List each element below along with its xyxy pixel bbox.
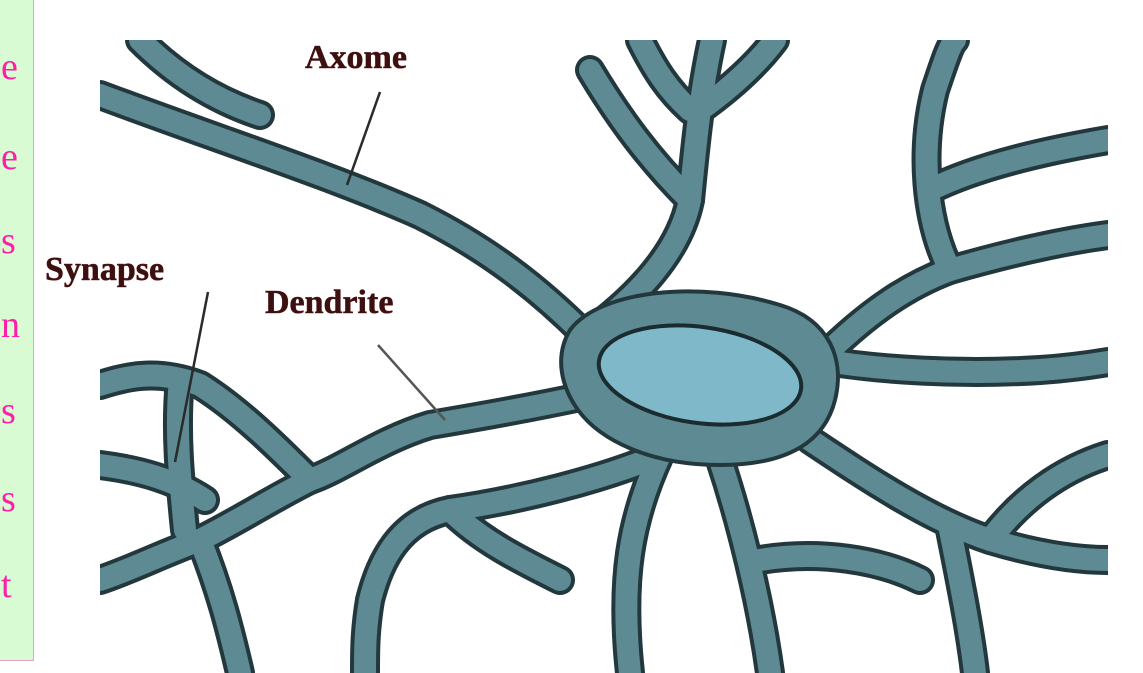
axon-label: Axome [305, 39, 407, 76]
neuron-illustration [100, 40, 1108, 673]
synapse-label: Synapse [45, 251, 164, 288]
axon-pointer-line [347, 92, 380, 185]
dendrite-pointer-line [378, 345, 445, 420]
dendrite-label: Dendrite [265, 284, 393, 321]
